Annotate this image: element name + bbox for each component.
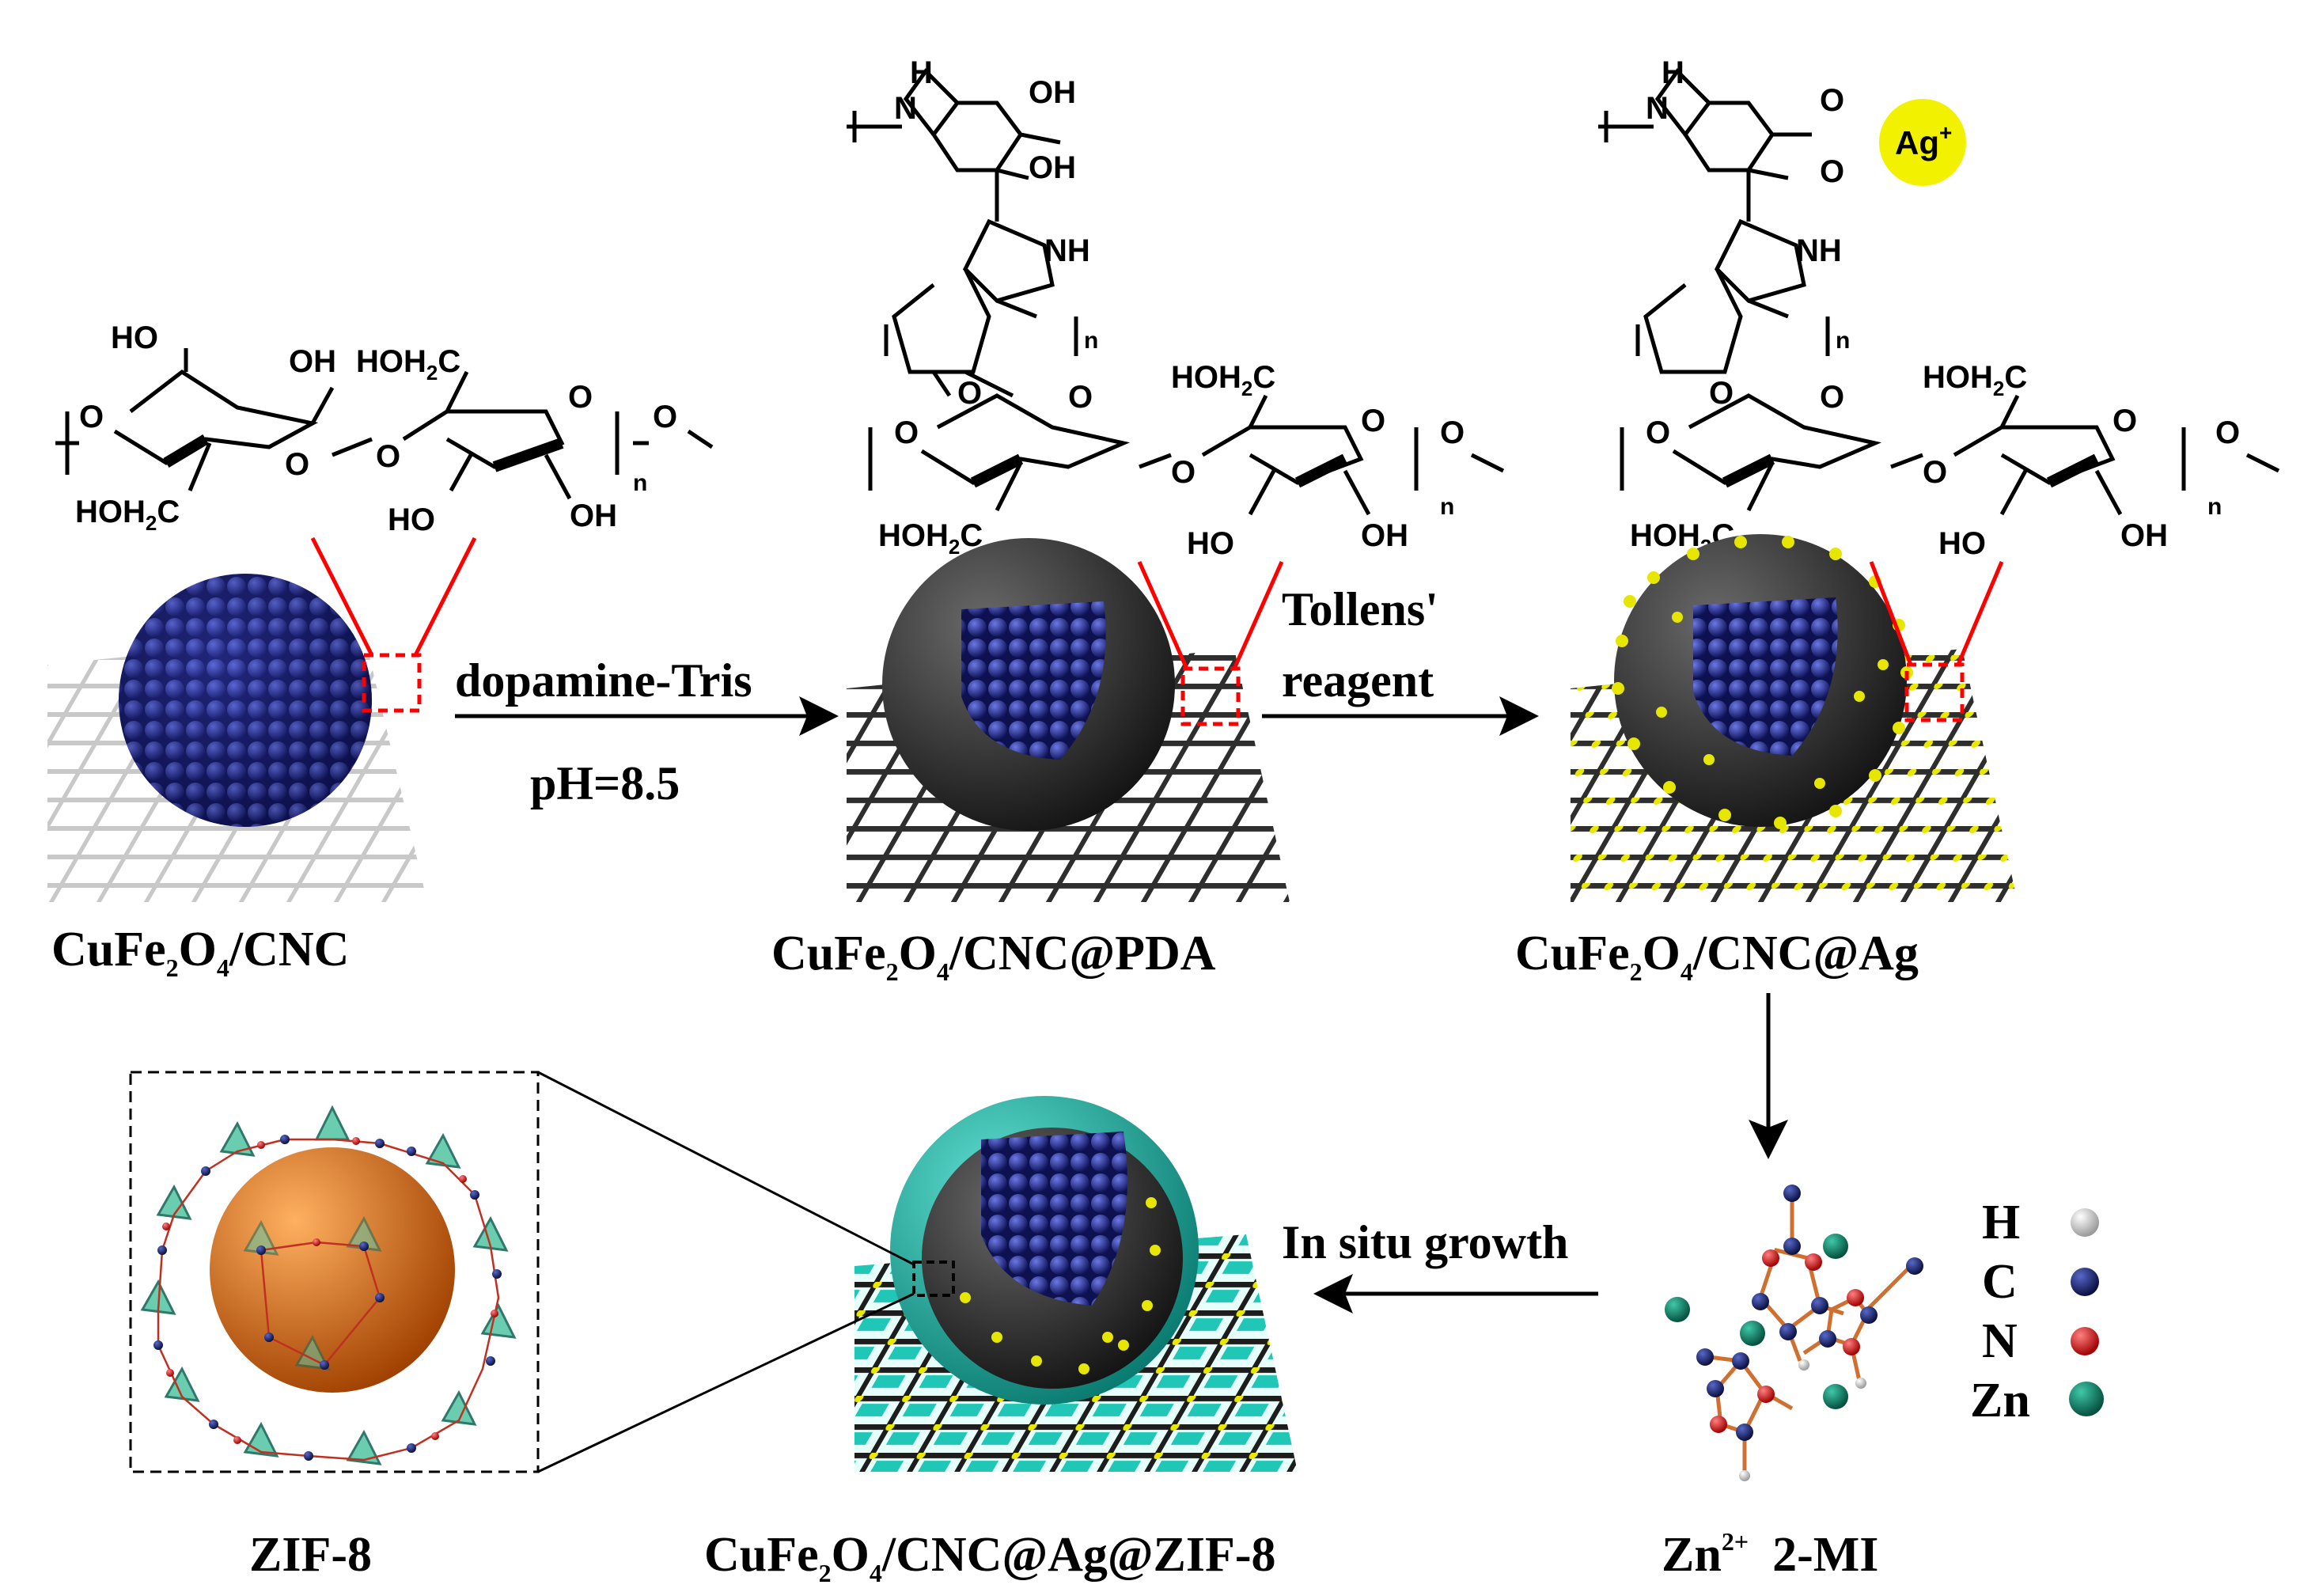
svg-text:O: O: [79, 400, 104, 434]
svg-text:O: O: [653, 400, 677, 434]
label-reagents: Zn2+2-MI: [1662, 1527, 1878, 1582]
svg-text:n: n: [1836, 328, 1850, 354]
svg-text:O: O: [1923, 455, 1947, 490]
2mi-atoms: [1665, 1185, 1923, 1481]
svg-text:N: N: [894, 91, 917, 126]
svg-text:O: O: [1820, 380, 1844, 415]
legend-h-swatch: [2071, 1208, 2099, 1237]
stage-2-pda: H N OH OH NH n O O HOH2C O O O O n HOH2C…: [771, 55, 1505, 986]
label-zif8: ZIF-8: [249, 1528, 372, 1582]
svg-text:HO: HO: [1938, 526, 1986, 561]
atom-legend: H C N Zn: [1970, 1196, 2104, 1427]
svg-text:O: O: [1171, 455, 1195, 490]
label-stage-4: CuFe2O4/CNC@Ag@ZIF-8: [704, 1528, 1276, 1587]
legend-n-swatch: [2071, 1327, 2099, 1355]
cellulose-structure-1: HO OH HOH2C O O O O O HOH2C HO OH n: [55, 320, 714, 537]
arrow-dopamine: dopamine-Tris pH=8.5: [455, 654, 839, 809]
svg-text:HO: HO: [1187, 526, 1234, 561]
svg-text:O: O: [894, 415, 919, 450]
svg-text:O: O: [1820, 154, 1844, 189]
svg-text:HOH2C: HOH2C: [1171, 360, 1275, 400]
cufe2o4-core-2: [961, 601, 1106, 760]
ag-nanoparticles: [1612, 536, 1913, 829]
reagents-zn-2mi: Zn2+2-MI: [1662, 1185, 1923, 1582]
arrow-2-top-label: Tollens': [1282, 583, 1438, 635]
svg-text:O: O: [1440, 415, 1465, 450]
svg-text:H: H: [910, 55, 933, 90]
zoom-box-3: [1904, 662, 1965, 722]
stage-1-cnc: HO OH HOH2C O O O O O HOH2C HO OH n: [47, 320, 714, 982]
svg-text:O: O: [1820, 83, 1844, 118]
svg-text:NH: NH: [1796, 233, 1842, 268]
arrow-4-label: In situ growth: [1282, 1216, 1568, 1268]
svg-text:NH: NH: [1044, 233, 1090, 268]
svg-text:n: n: [2207, 494, 2222, 520]
svg-text:n: n: [1440, 494, 1454, 520]
zif8-core-sphere: [210, 1147, 455, 1393]
legend-c-swatch: [2071, 1268, 2099, 1296]
zoom-box-1: [362, 653, 422, 713]
zif8-inset: ZIF-8: [129, 1071, 540, 1582]
ag-ion: [1879, 99, 1966, 186]
svg-text:O: O: [1068, 380, 1093, 415]
svg-text:OH: OH: [1029, 75, 1076, 110]
legend-zn-label: Zn: [1970, 1374, 2030, 1427]
svg-text:O: O: [1361, 404, 1385, 438]
arrow-tollens: Tollens' reagent: [1262, 583, 1539, 736]
legend-h-label: H: [1982, 1196, 2020, 1249]
stage-4-zif8: CuFe2O4/CNC@Ag@ZIF-8: [537, 1071, 1298, 1587]
label-stage-1: CuFe2O4/CNC: [51, 923, 349, 982]
arrow-1-bottom-label: pH=8.5: [530, 757, 680, 809]
legend-c-label: C: [1982, 1255, 2018, 1309]
svg-text:O: O: [2215, 415, 2240, 450]
svg-text:O: O: [376, 439, 400, 474]
cufe2o4-core-3: [1693, 597, 1838, 756]
svg-text:O: O: [2112, 404, 2137, 438]
svg-text:O: O: [568, 380, 593, 415]
svg-text:N: N: [1646, 91, 1669, 126]
svg-text:OH: OH: [570, 499, 617, 533]
svg-text:O: O: [1646, 415, 1670, 450]
svg-text:O: O: [285, 447, 309, 482]
chem-ho: HO: [111, 320, 158, 355]
svg-text:n: n: [633, 470, 647, 496]
pda-structure: H N OH OH NH n O O HOH2C O O O O n HOH2C…: [847, 55, 1505, 561]
svg-text:OH: OH: [2120, 518, 2168, 553]
chem-oh: OH: [289, 344, 336, 379]
arrow-in-situ: In situ growth: [1282, 1216, 1598, 1314]
svg-text:H: H: [1662, 55, 1684, 90]
legend-zn-swatch: [2069, 1382, 2104, 1416]
zoom-box-4: [912, 1260, 955, 1297]
svg-text:HOH2C: HOH2C: [356, 344, 460, 385]
arrow-2-bottom-label: reagent: [1282, 654, 1434, 707]
label-stage-2: CuFe2O4/CNC@PDA: [771, 927, 1216, 986]
svg-text:Ag+: Ag+: [1895, 120, 1952, 161]
legend-n-label: N: [1982, 1314, 2018, 1368]
svg-text:HOH2C: HOH2C: [1923, 360, 2027, 400]
svg-text:OH: OH: [1361, 518, 1408, 553]
label-stage-3: CuFe2O4/CNC@Ag: [1515, 927, 1919, 986]
svg-text:n: n: [1084, 328, 1098, 354]
svg-text:OH: OH: [1029, 150, 1076, 185]
svg-text:HO: HO: [388, 502, 435, 537]
cufe2o4-core-4: [981, 1132, 1127, 1306]
ag-pda-structure: Ag+ H N O O NH n O O HOH2C O O O O n HOH…: [1598, 55, 2280, 561]
stage-3-ag: Ag+ H N O O NH n O O HOH2C O O O O n HOH…: [1515, 55, 2280, 986]
zoom-box-2: [1180, 666, 1241, 726]
arrow-1-top-label: dopamine-Tris: [455, 654, 752, 707]
svg-text:HOH2C: HOH2C: [75, 495, 180, 535]
